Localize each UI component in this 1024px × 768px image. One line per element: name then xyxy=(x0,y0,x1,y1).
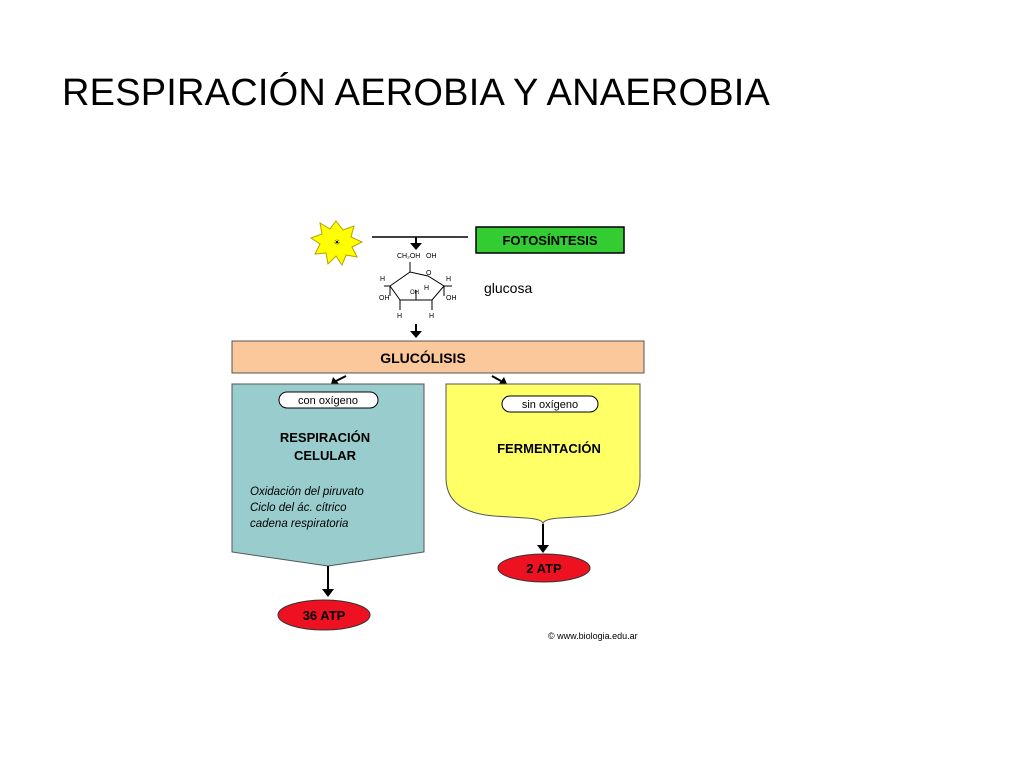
aerobic-atp-yield: 36 ATP xyxy=(277,599,371,631)
glucose-oh-label-right: OH xyxy=(446,295,457,302)
glycolysis-to-anaerobic-arrow xyxy=(491,375,502,382)
glucose-h-label-3: H xyxy=(424,285,429,292)
aerobic-title-line1: RESPIRACIÓN xyxy=(280,430,370,445)
anaerobic-condition-pill xyxy=(501,395,599,413)
anaerobic-atp-label: 2 ATP xyxy=(526,561,562,576)
sun-icon: ☀ xyxy=(309,220,364,267)
glucose-h-label-5: H xyxy=(429,313,434,320)
aerobic-condition-label: con oxígeno xyxy=(298,395,358,407)
glucose-oh-label-left: OH xyxy=(379,295,390,302)
aerobic-atp-label: 36 ATP xyxy=(303,608,346,623)
glucose-h-label-2: H xyxy=(446,276,451,283)
glycolysis-to-aerobic-arrowhead xyxy=(331,377,340,385)
anaerobic-condition-label: sin oxígeno xyxy=(522,399,578,411)
glycolysis-to-aerobic-arrow xyxy=(335,375,347,382)
glucose-to-glycolysis-arrowhead xyxy=(410,331,422,338)
glucose-oh-label-mid: OH xyxy=(410,290,419,296)
photosynthesis-label: FOTOSÍNTESIS xyxy=(502,233,597,248)
glucose-h-label-1: H xyxy=(380,276,385,283)
svg-text:☀: ☀ xyxy=(333,238,340,247)
aerobic-step-3: cadena respiratoria xyxy=(250,518,348,530)
glucose-ring-icon xyxy=(384,262,452,310)
aerobic-title-line2: CELULAR xyxy=(294,448,357,463)
glucose-ch2oh-label: CH₂OH xyxy=(397,253,420,260)
anaerobic-fermentation-box: sin oxígeno FERMENTACIÓN xyxy=(445,383,641,525)
glucose-h-label-4: H xyxy=(397,313,402,320)
slide-title: RESPIRACIÓN AEROBIA Y ANAEROBIA xyxy=(62,72,771,114)
aerobic-respiration-box: con oxígeno RESPIRACIÓN CELULAR Oxidació… xyxy=(231,383,425,567)
glucose-oh-label-top: OH xyxy=(426,253,437,260)
sun-down-arrowhead xyxy=(410,243,422,250)
glycolysis-bar: GLUCÓLISIS xyxy=(231,340,645,374)
aerobic-step-1: Oxidación del piruvato xyxy=(250,486,364,498)
glycolysis-label: GLUCÓLISIS xyxy=(380,349,466,366)
credit-text: © www.biologia.edu.ar xyxy=(548,631,638,641)
aerobic-step-2: Ciclo del ác. cítrico xyxy=(250,502,347,514)
anaerobic-title: FERMENTACIÓN xyxy=(497,441,601,456)
glucose-label: glucosa xyxy=(484,280,532,296)
glucose-o-label: O xyxy=(426,270,432,277)
aerobic-condition-pill xyxy=(278,391,379,409)
glycolysis-to-anaerobic-arrowhead xyxy=(498,377,507,385)
anaerobic-atp-yield: 2 ATP xyxy=(497,553,591,583)
anaerobic-to-atp-arrowhead xyxy=(537,545,549,553)
glucose-atom-labels: CH₂OH OH O H H OH OH H OH H H xyxy=(379,253,457,320)
aerobic-to-atp-arrowhead xyxy=(322,589,334,597)
photosynthesis-box: FOTOSÍNTESIS xyxy=(475,226,625,254)
